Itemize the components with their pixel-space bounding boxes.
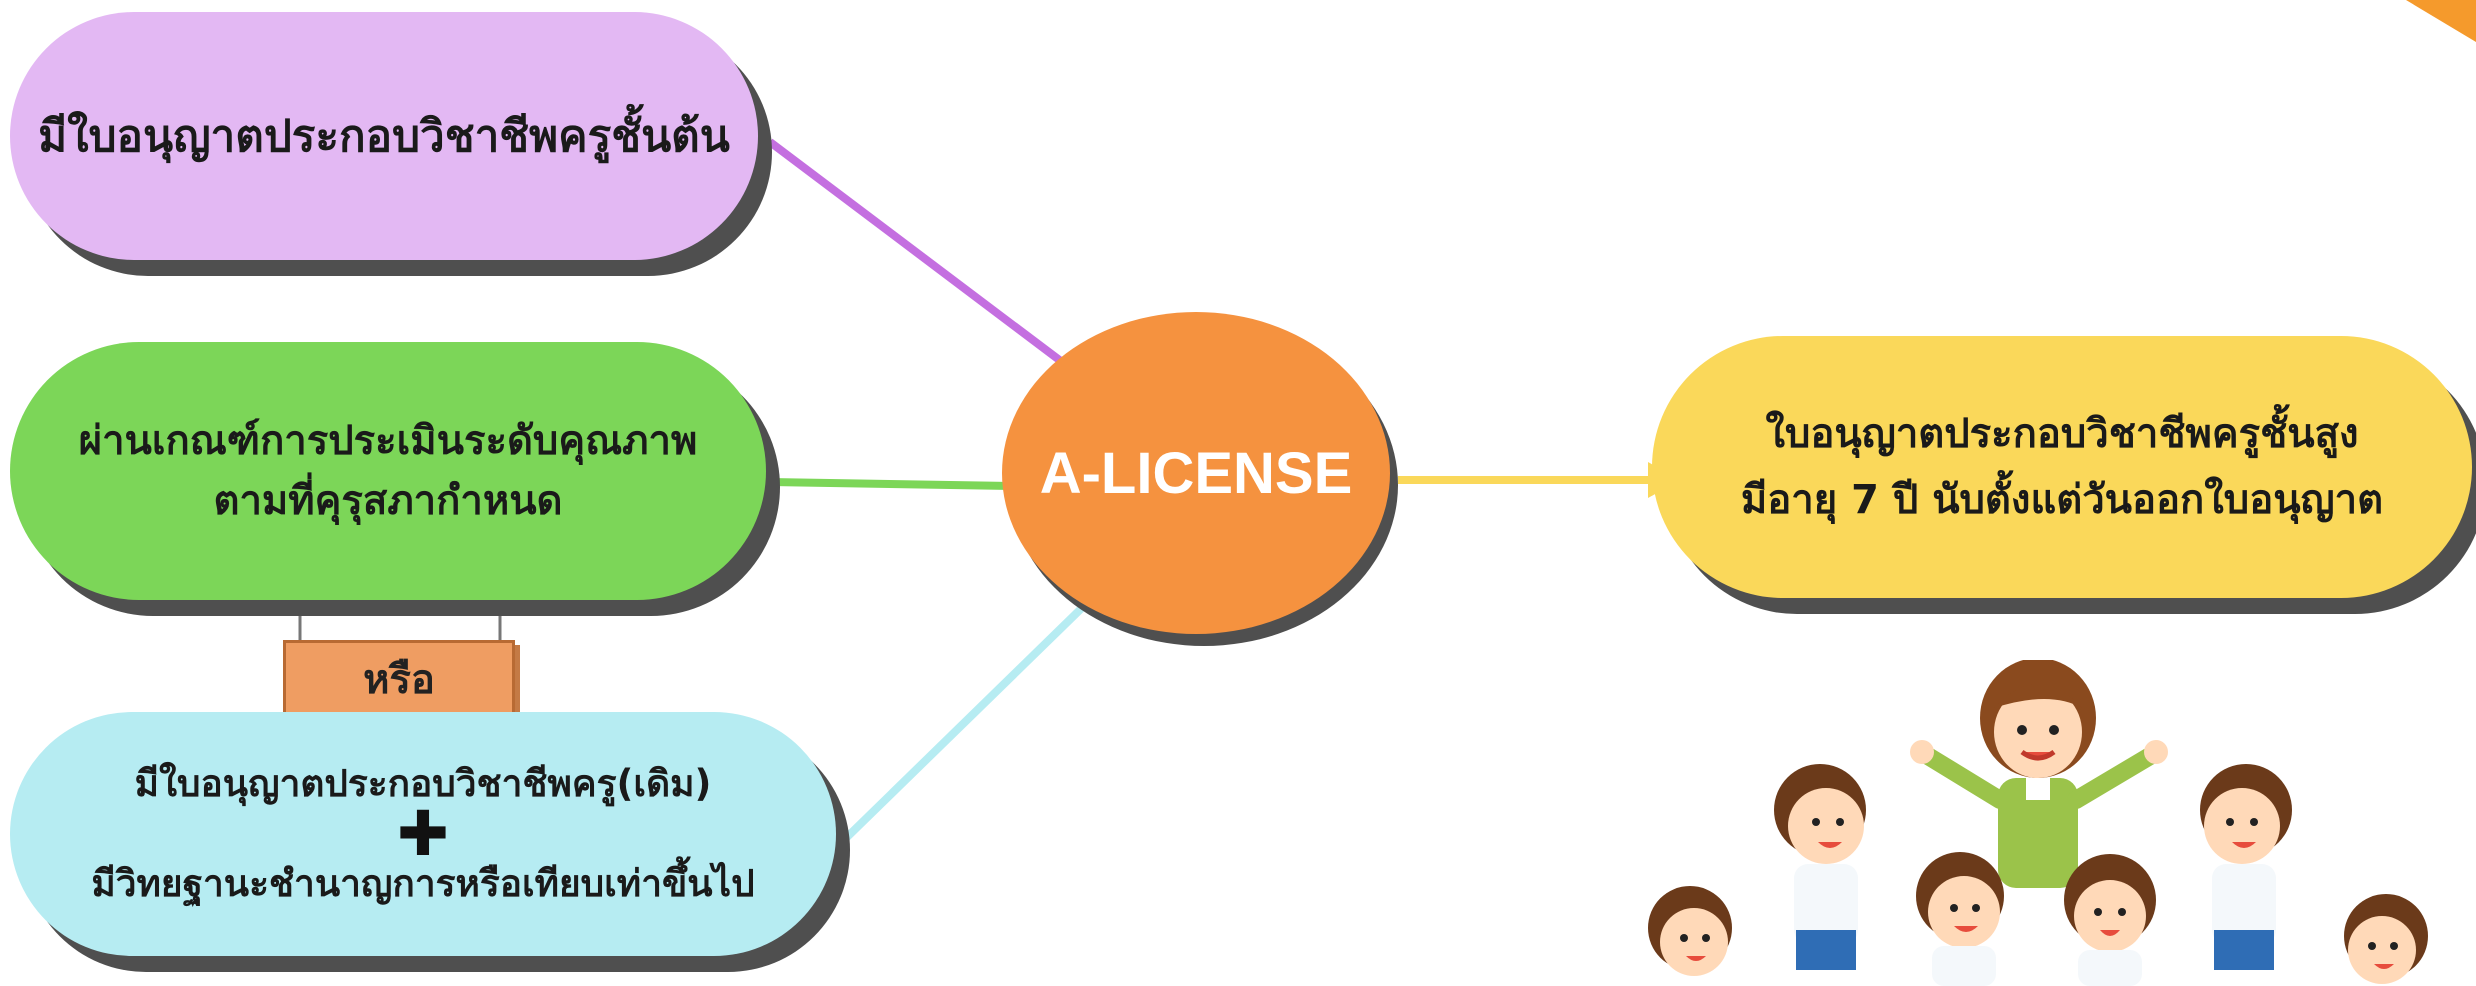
requirement-quality-assessment: ผ่านเกณฑ์การประเมินระดับคุณภาพ ตามที่คุร… (10, 342, 766, 600)
result-line1: ใบอนุญาตประกอบวิชาชีพครูชั้นสูง (1765, 411, 2359, 457)
child-figure-3 (2064, 854, 2156, 986)
requirement-quality-line2: ตามที่คุรุสภากำหนด (213, 478, 563, 524)
child-figure-4 (2200, 764, 2292, 970)
result-advanced-license: ใบอนุญาตประกอบวิชาชีพครูชั้นสูง มีอายุ 7… (1652, 336, 2472, 598)
requirement-basic-license-text: มีใบอนุญาตประกอบวิชาชีพครูชั้นต้น (38, 111, 730, 162)
plus-icon: ✚ (397, 797, 449, 870)
requirement-old-line2: มีวิทยฐานะชำนาญการหรือเทียบเท่าขึ้นไป (91, 862, 755, 905)
result-line2: มีอายุ 7 ปี นับตั้งแต่วันออกใบอนุญาต (1740, 477, 2384, 523)
connector-purple (767, 138, 1073, 372)
a-license-label: A-LICENSE (1039, 440, 1353, 506)
connector-green (769, 478, 1013, 490)
requirement-basic-license: มีใบอนุญาตประกอบวิชาชีพครูชั้นต้น (10, 12, 758, 260)
or-label: หรือ (363, 657, 435, 703)
or-sign: หรือ (283, 640, 515, 718)
corner-orange-triangle (2406, 0, 2476, 42)
requirement-old-line1: มีใบอนุญาตประกอบวิชาชีพครู(เดิม) (134, 762, 712, 805)
child-figure-6 (2344, 894, 2428, 984)
teacher-figure (1910, 660, 2168, 888)
connector-cyan (839, 597, 1093, 845)
teacher-and-children-illustration (1648, 660, 2428, 986)
requirement-old-license-academic: มีใบอนุญาตประกอบวิชาชีพครู(เดิม) ✚ มีวิท… (10, 712, 836, 956)
child-figure-2 (1916, 852, 2004, 986)
child-figure-5 (1648, 886, 1732, 976)
requirement-quality-line1: ผ่านเกณฑ์การประเมินระดับคุณภาพ (78, 418, 698, 464)
child-figure-1 (1774, 764, 1866, 970)
a-license-hub: A-LICENSE (1002, 312, 1390, 634)
